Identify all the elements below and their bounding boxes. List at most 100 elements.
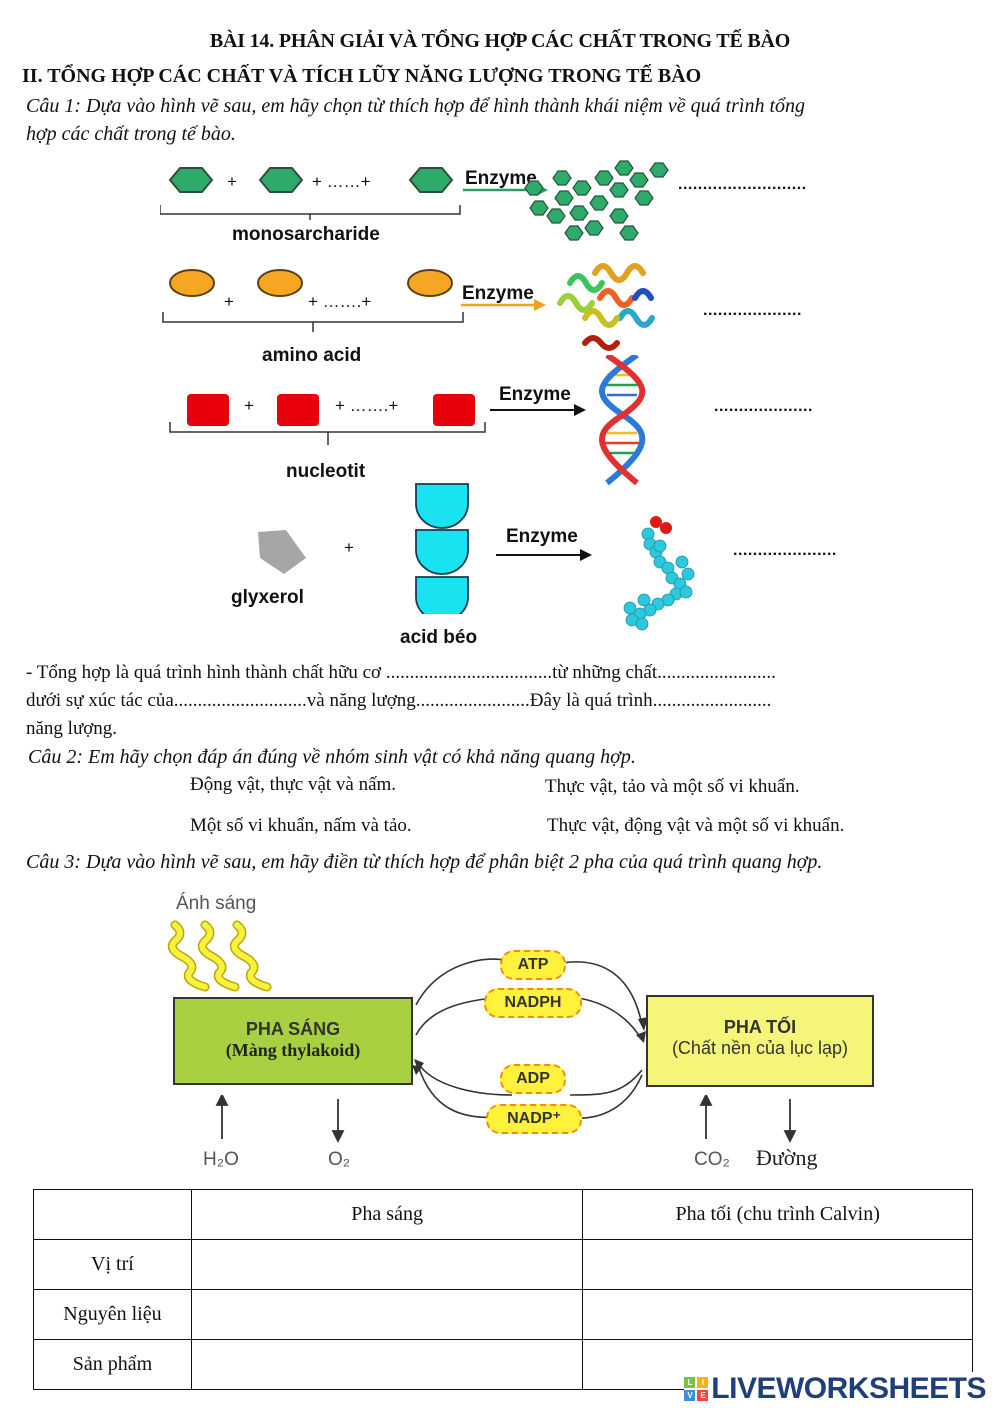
answer-blank[interactable]: ..................... xyxy=(733,542,837,559)
half-circle-icon xyxy=(415,576,469,614)
logo-cube: I xyxy=(697,1377,709,1388)
answer-cell[interactable] xyxy=(582,1289,973,1340)
monomer-label: monosarcharide xyxy=(232,224,380,245)
square-icon xyxy=(277,394,319,426)
q2-option[interactable]: Thực vật, tảo và một số vi khuẩn. xyxy=(545,776,800,797)
plus-sign: + xyxy=(244,396,254,415)
brace xyxy=(160,205,461,220)
table-row: Nguyên liệu xyxy=(33,1289,973,1340)
table-row: Vị trí xyxy=(33,1239,973,1290)
hexagon-icon xyxy=(408,167,454,193)
o2-label: O₂ xyxy=(328,1149,351,1170)
logo-cubes-icon: L I V E xyxy=(684,1377,709,1401)
monomer-label: nucleotit xyxy=(286,461,366,482)
half-circle-icon xyxy=(415,529,469,575)
answer-blank[interactable]: .......................... xyxy=(678,176,807,193)
worksheet-title: BÀI 14. PHÂN GIẢI VÀ TỔNG HỢP CÁC CHẤT T… xyxy=(209,30,791,52)
q1-prompt-line2: hợp các chất trong tế bào. xyxy=(26,123,236,145)
polysaccharide-icon xyxy=(524,160,669,241)
answer-cell[interactable] xyxy=(582,1239,973,1290)
arrow-icon xyxy=(496,549,592,561)
carrier-badge: ADP xyxy=(500,1064,566,1094)
header-cell: Pha sáng xyxy=(190,1189,584,1240)
answer-blank[interactable]: .................... xyxy=(714,398,813,415)
light-phase-title: PHA SÁNG xyxy=(245,1019,341,1039)
table-header-row: Pha sáng Pha tối (chu trình Calvin) xyxy=(33,1189,973,1240)
arrow-icon xyxy=(490,404,586,416)
light-rays-icon xyxy=(167,920,272,992)
row-label: Vị trí xyxy=(33,1239,192,1290)
dna-helix-icon xyxy=(599,355,646,485)
co2-label: CO₂ xyxy=(694,1149,730,1170)
q2-prompt: Câu 2: Em hãy chọn đáp án đúng về nhóm s… xyxy=(28,746,636,768)
dark-phase-subtitle: (Chất nền của lục lạp) xyxy=(671,1038,849,1058)
section-heading: II. TỔNG HỢP CÁC CHẤT VÀ TÍCH LŨY NĂNG L… xyxy=(22,65,702,87)
monomer-label-2: acid béo xyxy=(400,627,478,648)
ellipse-icon xyxy=(407,269,453,297)
light-label: Ánh sáng xyxy=(176,893,257,914)
h2o-label: H₂O xyxy=(203,1149,239,1170)
header-cell xyxy=(33,1189,192,1240)
carrier-badge: ATP xyxy=(500,950,566,980)
logo-cube: L xyxy=(684,1377,696,1388)
dark-phase-box: PHA TỐI (Chất nền của lục lạp) xyxy=(646,995,874,1087)
q2-option[interactable]: Động vật, thực vật và nấm. xyxy=(190,774,397,795)
square-icon xyxy=(433,394,475,426)
brace xyxy=(162,312,464,332)
enzyme-label: Enzyme xyxy=(465,168,537,189)
light-phase-box: PHA SÁNG (Màng thylakoid) xyxy=(173,997,413,1085)
q3-prompt: Câu 3: Dựa vào hình vẽ sau, em hãy điền … xyxy=(26,851,823,873)
protein-structure-icon xyxy=(557,263,655,351)
plus-sign: + …….+ xyxy=(335,396,399,415)
liveworksheets-logo: L I V E LIVEWORKSHEETS xyxy=(684,1372,986,1406)
row-label: Nguyên liệu xyxy=(33,1289,192,1340)
carrier-badge: NADP⁺ xyxy=(486,1104,582,1134)
enzyme-label: Enzyme xyxy=(506,526,578,547)
sugar-label: Đường xyxy=(756,1145,818,1170)
fatty-acid-group xyxy=(415,483,469,614)
enzyme-label: Enzyme xyxy=(462,283,534,304)
half-circle-icon xyxy=(415,483,469,529)
brace xyxy=(169,422,486,445)
lipid-molecule-icon xyxy=(623,516,695,631)
arrow-icon xyxy=(461,299,546,311)
enzyme-label: Enzyme xyxy=(499,384,571,405)
definition-line: dưới sự xúc tác của.....................… xyxy=(26,690,772,711)
q2-option[interactable]: Một số vi khuẩn, nấm và tảo. xyxy=(190,815,412,836)
header-cell: Pha tối (chu trình Calvin) xyxy=(582,1189,973,1240)
logo-cube: E xyxy=(697,1390,709,1401)
plus-sign: + …….+ xyxy=(308,292,372,311)
definition-line: - Tổng hợp là quá trình hình thành chất … xyxy=(26,662,776,683)
dark-phase-title: PHA TỐI xyxy=(723,1017,797,1037)
monomer-label: amino acid xyxy=(262,345,362,366)
light-phase-subtitle: (Màng thylakoid) xyxy=(225,1040,361,1060)
phase-comparison-table: Pha sáng Pha tối (chu trình Calvin) Vị t… xyxy=(33,1189,973,1390)
io-arrows xyxy=(215,1095,797,1144)
answer-cell[interactable] xyxy=(190,1239,584,1290)
table-row: Sản phẩm xyxy=(33,1339,973,1390)
definition-line: năng lượng. xyxy=(26,718,118,739)
plus-sign: + ……+ xyxy=(312,172,371,191)
logo-cube: V xyxy=(684,1390,696,1401)
nucleotide-group xyxy=(169,394,486,445)
answer-cell[interactable] xyxy=(190,1339,584,1390)
plus-sign: + xyxy=(224,292,234,311)
amino-acid-group xyxy=(162,269,464,332)
pentagon-icon xyxy=(258,530,306,574)
square-icon xyxy=(187,394,229,426)
hexagon-icon xyxy=(168,167,214,193)
ellipse-icon xyxy=(169,269,215,297)
q2-option[interactable]: Thực vật, động vật và một số vi khuẩn. xyxy=(547,815,845,836)
plus-sign: + xyxy=(227,172,237,191)
plus-sign: + xyxy=(344,538,354,557)
answer-cell[interactable] xyxy=(190,1289,584,1340)
carrier-badge: NADPH xyxy=(484,988,582,1018)
row-label: Sản phẩm xyxy=(33,1339,192,1390)
answer-blank[interactable]: .................... xyxy=(703,302,802,319)
q1-prompt-line1: Câu 1: Dựa vào hình vẽ sau, em hãy chọn … xyxy=(26,95,806,117)
hexagon-icon xyxy=(258,167,304,193)
logo-text: LIVEWORKSHEETS xyxy=(711,1372,986,1405)
ellipse-icon xyxy=(257,269,303,297)
monomer-label: glyxerol xyxy=(231,587,304,608)
monosaccharide-group xyxy=(160,167,461,220)
